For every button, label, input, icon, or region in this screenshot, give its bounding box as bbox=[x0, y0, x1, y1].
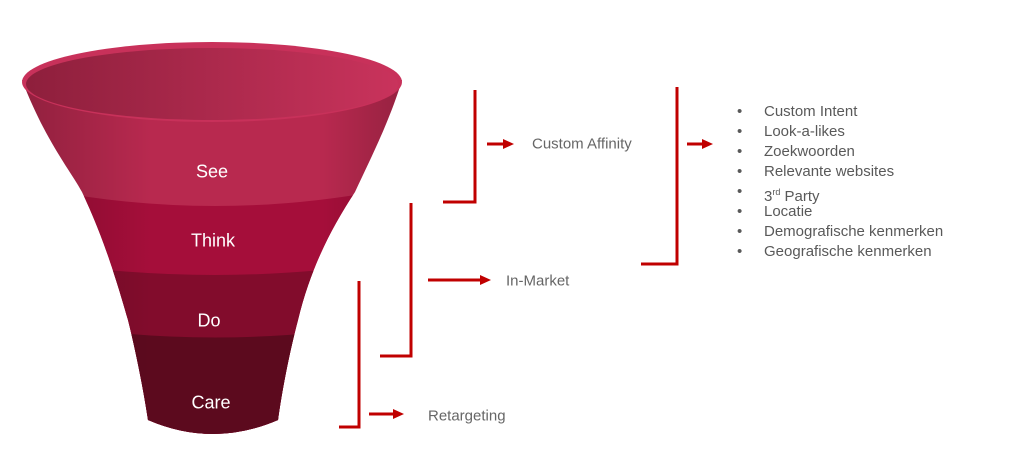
list-item: •Geografische kenmerken bbox=[737, 243, 932, 260]
bullet-icon: • bbox=[737, 243, 743, 260]
custom-affinity-label: Custom Affinity bbox=[532, 135, 632, 153]
bullet-icon: • bbox=[737, 203, 743, 220]
stage-label-care: Care bbox=[191, 392, 231, 413]
bullet-icon: • bbox=[737, 143, 743, 160]
targeting-options-list: •Custom Intent •Look-a-likes •Zoekwoorde… bbox=[737, 102, 943, 262]
list-item: •Relevante websites bbox=[737, 163, 895, 180]
list-item: •Zoekwoorden bbox=[737, 143, 855, 160]
bullet-icon: • bbox=[737, 223, 743, 240]
stage-label-think: Think bbox=[190, 230, 236, 251]
in-market-label: In-Market bbox=[506, 272, 570, 290]
stage-label-do: Do bbox=[197, 310, 221, 331]
bullet-icon: • bbox=[737, 103, 743, 120]
bullet-icon: • bbox=[737, 183, 743, 200]
brackets bbox=[339, 87, 704, 429]
arrow-heads bbox=[393, 139, 713, 419]
funnel-opening bbox=[26, 48, 398, 120]
list-item: •Custom Intent bbox=[737, 103, 858, 120]
list-item: •Look-a-likes bbox=[737, 123, 845, 140]
list-item: •3rd Party bbox=[737, 183, 820, 205]
bullet-icon: • bbox=[737, 123, 743, 140]
retargeting-label: Retargeting bbox=[428, 407, 506, 425]
bullet-icon: • bbox=[737, 163, 743, 180]
list-item: •Demografische kenmerken bbox=[737, 223, 944, 240]
stage-label-see: See bbox=[195, 161, 229, 182]
list-item: •Locatie bbox=[737, 203, 813, 220]
